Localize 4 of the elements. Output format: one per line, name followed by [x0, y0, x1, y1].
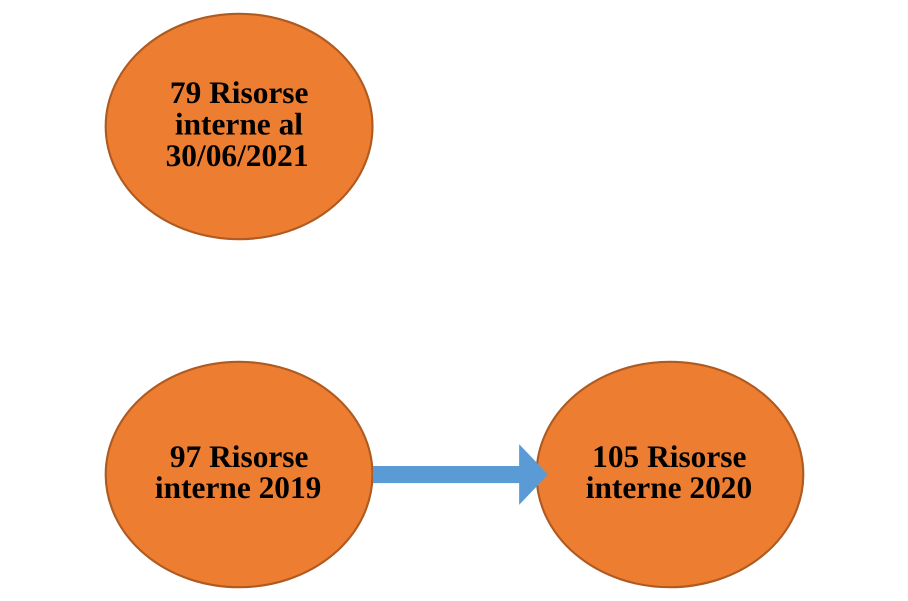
node-ellipse: 79 Risorse interne al 30/06/2021	[104, 12, 374, 240]
arrow	[372, 444, 548, 505]
node-ellipse: 97 Risorse interne 2019	[104, 360, 374, 588]
node-ellipse: 105 Risorse interne 2020	[534, 360, 804, 588]
